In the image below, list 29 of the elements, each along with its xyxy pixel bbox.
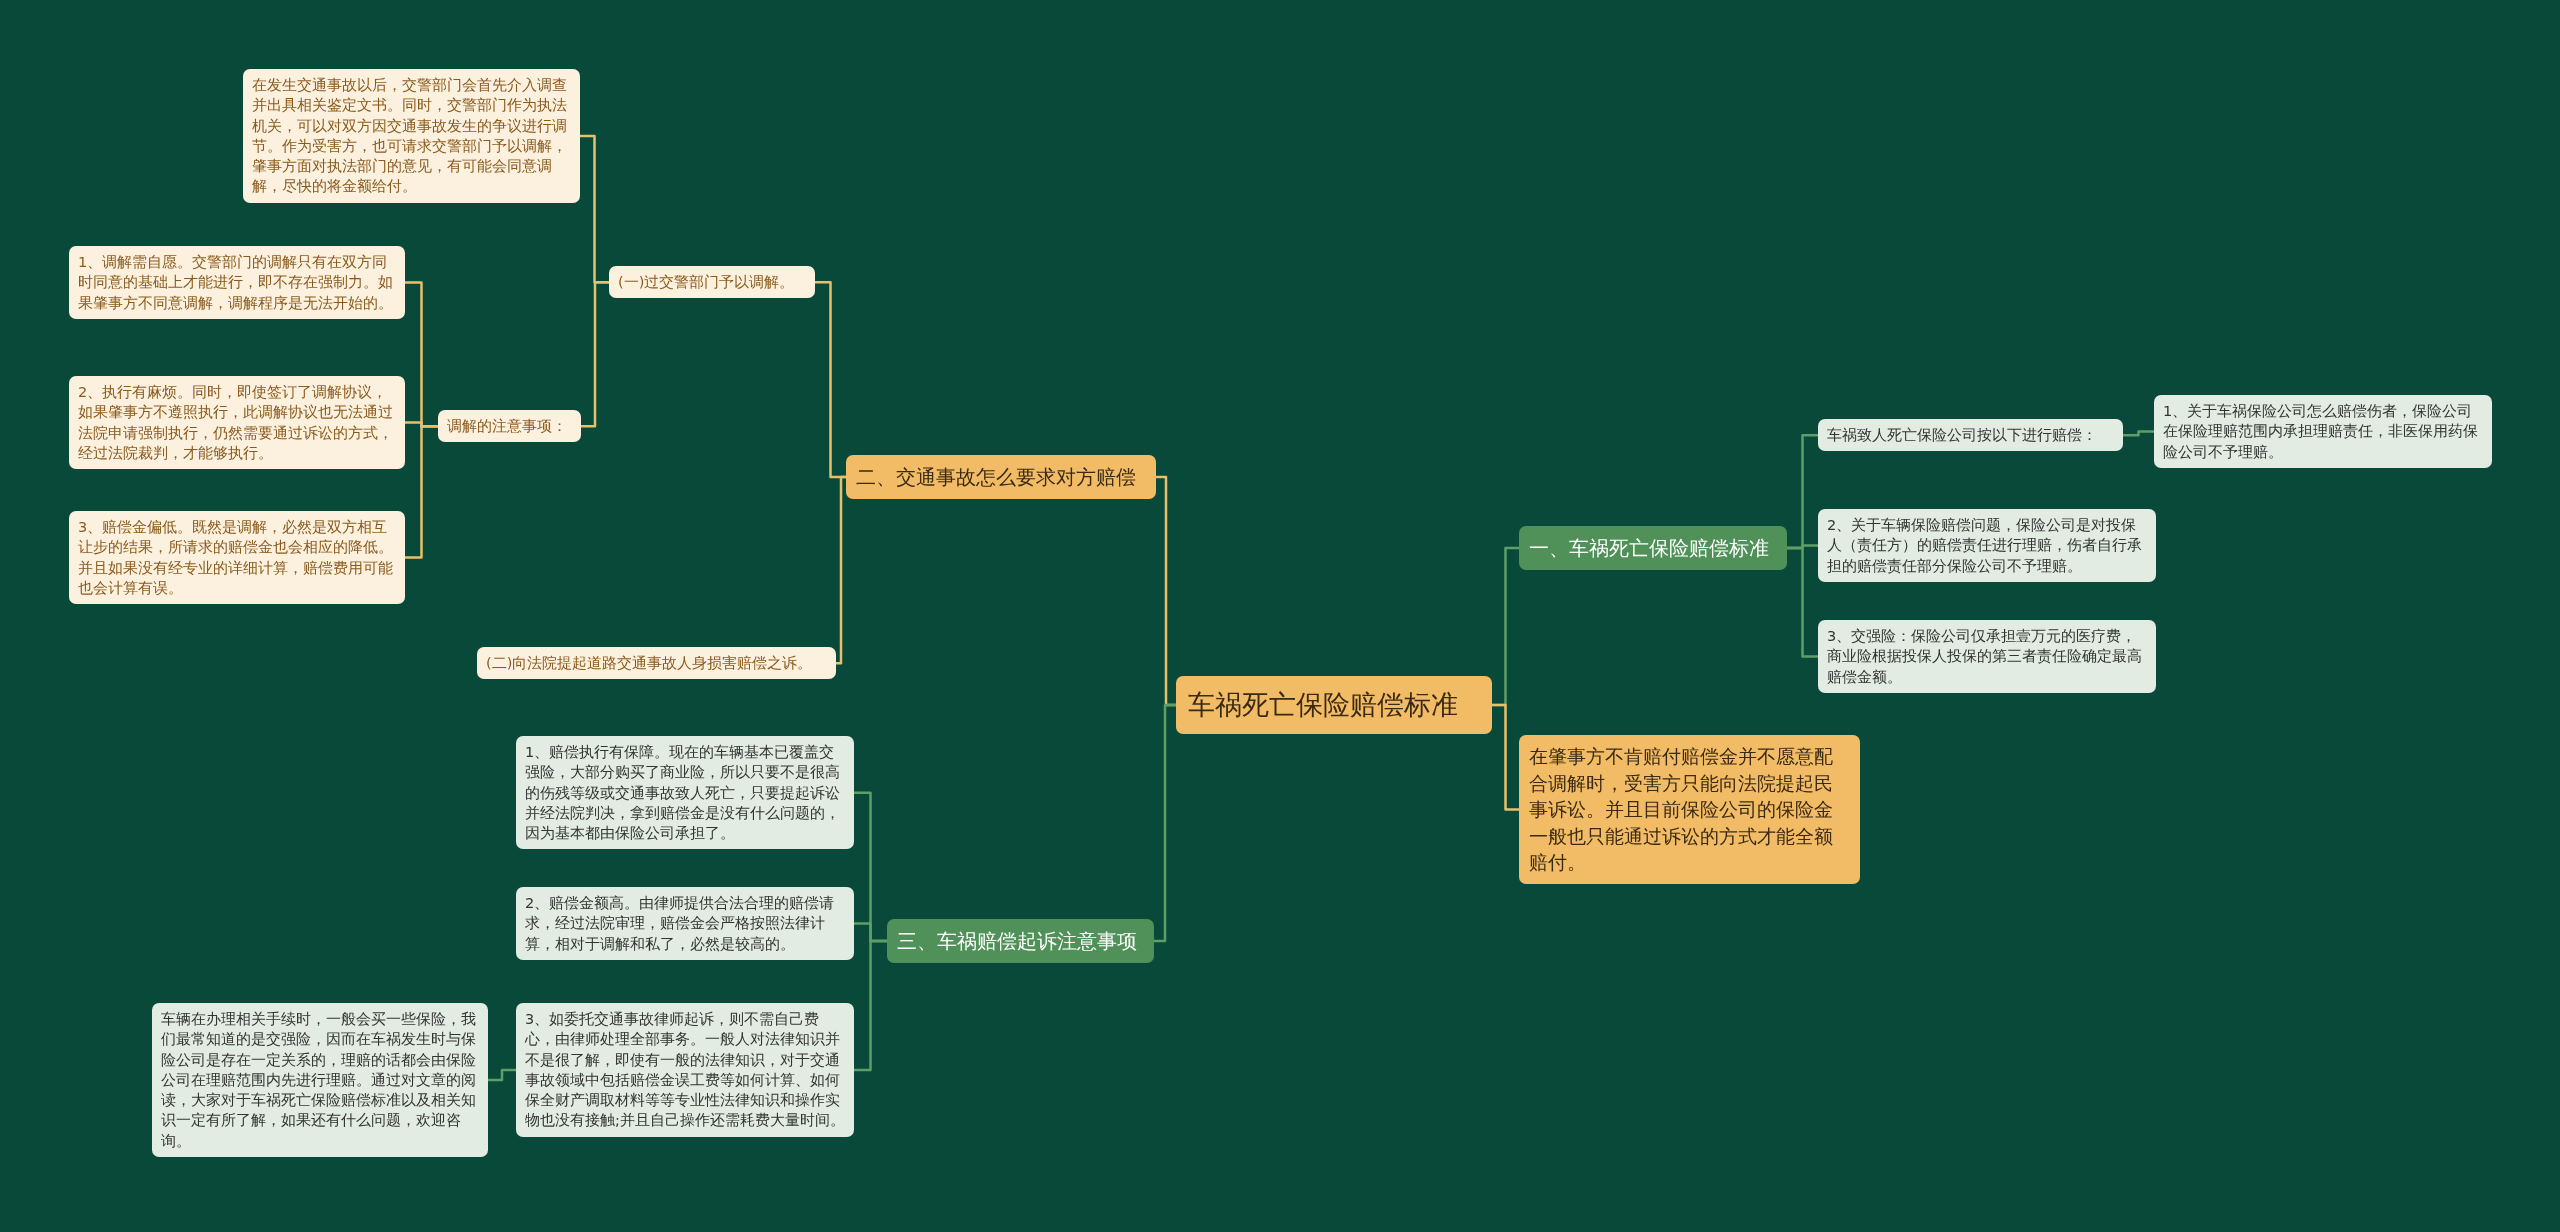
note-card: 3、赔偿金偏低。既然是调解，必然是双方相互让步的结果，所请求的赔偿金也会相应的降低。并且如果没有经专业的详细计算，赔偿费用可能也会计算有误。 — [69, 511, 405, 605]
branch-topic: 二、交通事故怎么要求对方赔偿 — [846, 455, 1156, 499]
connector-line — [1492, 703, 1519, 811]
note-card: 调解的注意事项： — [438, 410, 581, 443]
central-topic: 车祸死亡保险赔偿标准 — [1176, 676, 1492, 734]
connector-line — [1154, 703, 1176, 943]
note-card: 在肇事方不肯赔付赔偿金并不愿意配合调解时，受害方只能向法院提起民事诉讼。并且目前保险公司的保险金一般也只能通过诉讼的方式才能全额赔付。 — [1519, 735, 1860, 884]
note-card: 2、关于车辆保险赔偿问题，保险公司是对投保人（责任方）的赔偿责任进行理赔，伤者自行承担的赔偿责任部分保险公司不予理赔。 — [1818, 509, 2156, 582]
note-card: 2、执行有麻烦。同时，即使签订了调解协议，如果肇事方不遵照执行，此调解协议也无法通过法院申请强制执行，仍然需要通过诉讼的方式，经过法院裁判，才能够执行。 — [69, 376, 405, 470]
note-card: 车辆在办理相关手续时，一般会买一些保险，我们最常知道的是交强险，因而在车祸发生时与保险公司是存在一定关系的，理赔的话都会由保险公司在理赔范围内先进行理赔。通过对文章的阅读，大家对于车祸死亡保险赔偿标准以及相关知识一定有所了解，如果还有什么问题，欢迎咨询。 — [152, 1003, 488, 1158]
note-card: 1、调解需自愿。交警部门的调解只有在双方同时同意的基础上才能进行，即不存在强制力。如果肇事方不同意调解，调解程序是无法开始的。 — [69, 246, 405, 319]
note-card: 3、交强险：保险公司仅承担壹万元的医疗费，商业险根据投保人投保的第三者责任险确定最高赔偿金额。 — [1818, 620, 2156, 693]
connector-line — [405, 424, 438, 559]
note-card: 在发生交通事故以后，交警部门会首先介入调查并出具相关鉴定文书。同时，交警部门作为执法机关，可以对双方因交通事故发生的争议进行调节。作为受害方，也可请求交警部门予以调解，肇事方面对执法部门的意见，有可能会同意调解，尽快的将金额给付。 — [243, 69, 580, 203]
connector-line — [581, 280, 609, 428]
note-card: (二)向法院提起道路交通事故人身损害赔偿之诉。 — [477, 647, 836, 680]
connector-line — [488, 1068, 516, 1082]
note-card: (一)过交警部门予以调解。 — [609, 266, 815, 299]
note-card: 1、关于车祸保险公司怎么赔偿伤者，保险公司在保险理赔范围内承担理赔责任，非医保用药保险公司不予理赔。 — [2154, 395, 2492, 468]
note-card: 1、赔偿执行有保障。现在的车辆基本已覆盖交强险，大部分购买了商业险，所以只要不是很高的伤残等级或交通事故致人死亡，只要提起诉讼并经法院判决，拿到赔偿金是没有什么问题的，因为基本都由保险公司承担了。 — [516, 736, 854, 850]
note-card: 2、赔偿金额高。由律师提供合法合理的赔偿请求，经过法院审理，赔偿金会严格按照法律计算，相对于调解和私了，必然是较高的。 — [516, 887, 854, 960]
branch-topic: 一、车祸死亡保险赔偿标准 — [1519, 526, 1787, 570]
note-card: 车祸致人死亡保险公司按以下进行赔偿： — [1818, 419, 2123, 452]
note-card: 3、如委托交通事故律师起诉，则不需自己费心，由律师处理全部事务。一般人对法律知识并不是很了解，即使有一般的法律知识，对于交通事故领域中包括赔偿金误工费等如何计算、如何保全财产调取材料等等专业性法律知识和操作实物也没有接触;并且自己操作还需耗费大量时间。 — [516, 1003, 854, 1137]
connector-line — [2123, 430, 2154, 437]
connector-line — [1787, 546, 1818, 658]
connector-line — [836, 475, 846, 665]
branch-topic: 三、车祸赔偿起诉注意事项 — [887, 919, 1154, 963]
connector-line — [854, 939, 887, 1072]
